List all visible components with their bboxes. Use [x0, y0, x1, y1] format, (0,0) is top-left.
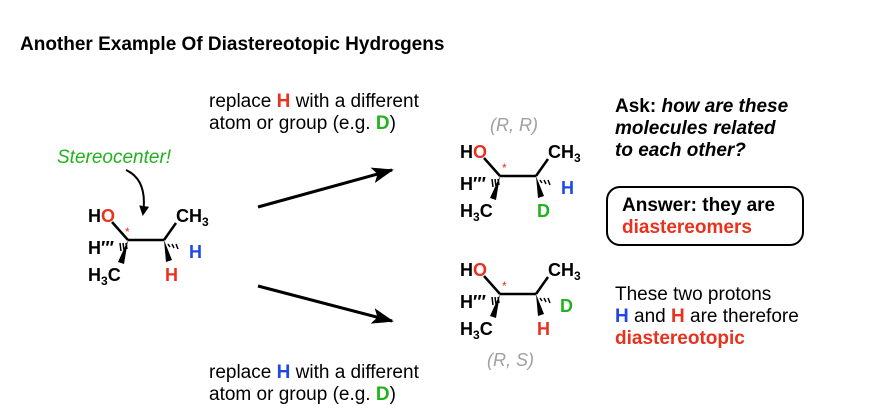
proton-h-blue: H	[615, 306, 629, 327]
hydrogen-label: H′′′	[460, 292, 486, 312]
answer-line: Answer: they are	[622, 195, 776, 216]
wedge-bond	[536, 176, 544, 198]
top-product-molecule: H O CH3 H′′′ H3C H D *	[460, 142, 581, 224]
hydrogen-label-red: H	[537, 319, 550, 339]
hydrogen-label-blue: H	[189, 242, 202, 262]
hash-bond	[497, 296, 500, 304]
hash-bond	[122, 242, 125, 251]
bottom-instruction-text: )	[389, 384, 396, 405]
top-instruction-text: replace	[209, 91, 277, 112]
atom-label-h: H	[460, 260, 473, 280]
methyl-label: H3C	[88, 265, 121, 288]
bottom-instruction-text: atom or group (e.g.	[209, 384, 376, 405]
top-instruction: replace H with a different atom or group…	[209, 91, 419, 135]
reaction-arrow-top	[257, 167, 394, 209]
methyl-label: H3C	[460, 201, 493, 224]
hash-bond	[494, 178, 497, 187]
hash-bond	[543, 179, 547, 185]
protons-statement: These two protons H and H are therefore …	[615, 284, 799, 350]
stereocenter-pointer-arrow	[125, 169, 150, 216]
hash-bond	[175, 243, 179, 250]
top-instruction-text: )	[389, 113, 396, 134]
methyl-label: H3C	[460, 319, 493, 342]
protons-term: diastereotopic	[615, 328, 745, 349]
ask-question: Ask: how are these molecules related to …	[615, 96, 788, 162]
top-instruction-text: atom or group (e.g.	[209, 113, 376, 134]
ask-line: molecules related	[615, 118, 776, 139]
reaction-arrow-bottom	[257, 284, 394, 324]
stereocenter-star: *	[502, 279, 507, 293]
ask-line: to each other?	[615, 140, 746, 161]
hash-bond	[494, 296, 497, 305]
oxygen-label: O	[101, 206, 115, 226]
ask-prefix: Ask:	[615, 96, 662, 117]
hash-bond	[491, 296, 494, 306]
hydrogen-label: H′′′	[88, 238, 114, 258]
atom-label-h: H	[460, 142, 473, 162]
page-title: Another Example Of Diastereotopic Hydrog…	[20, 34, 445, 55]
hash-bond	[125, 242, 128, 250]
ask-line: how are these	[661, 96, 789, 117]
wedge-bond	[118, 240, 128, 264]
hash-bond	[539, 297, 543, 302]
wedge-bond	[536, 294, 544, 316]
oxygen-label: O	[473, 142, 487, 162]
hash-bond	[547, 179, 551, 186]
bond	[534, 158, 550, 177]
oxygen-label: O	[473, 260, 487, 280]
wedge-bond	[164, 240, 172, 262]
top-instruction-h: H	[276, 91, 291, 112]
wedge-bond	[490, 176, 500, 200]
stereocenter-star: *	[502, 161, 507, 175]
stereocenter-star: *	[125, 225, 130, 239]
deuterium-label: D	[537, 201, 550, 221]
protons-line: are therefore	[684, 306, 799, 327]
bond	[534, 276, 550, 295]
bond	[483, 275, 501, 295]
protons-line: These two protons	[615, 284, 772, 305]
hash-bond	[497, 178, 500, 186]
bottom-instruction-text: with a different	[290, 362, 419, 383]
bottom-instruction-h: H	[276, 362, 291, 383]
hash-bond	[171, 243, 175, 249]
hash-bond	[539, 179, 543, 184]
stereocenter-label: Stereocenter!	[57, 147, 172, 168]
bottom-instruction-text: replace	[209, 362, 277, 383]
config-label-bottom: (R, S)	[487, 350, 534, 370]
hash-bond	[491, 178, 494, 188]
hash-bond	[547, 297, 551, 304]
hash-bond	[167, 243, 171, 248]
hydrogen-label-blue: H	[561, 178, 574, 198]
config-label-top: (R, R)	[490, 115, 538, 135]
deuterium-label: D	[560, 296, 573, 316]
proton-h-red: H	[671, 306, 685, 327]
top-instruction-d: D	[375, 113, 390, 134]
answer-term: diastereomers	[622, 217, 752, 238]
hydrogen-label: H′′′	[460, 174, 486, 194]
bond	[111, 221, 129, 241]
atom-label-h: H	[88, 206, 101, 226]
wedge-bond	[490, 294, 500, 318]
bottom-instruction: replace H with a different atom or group…	[209, 362, 419, 406]
bottom-product-molecule: H O CH3 H′′′ H3C D H *	[460, 260, 581, 342]
hash-bond	[543, 297, 547, 303]
bond	[162, 222, 178, 241]
top-instruction-text: with a different	[290, 91, 419, 112]
bond	[483, 157, 501, 177]
answer-box: Answer: they are diastereomers	[606, 186, 804, 246]
hash-bond	[119, 242, 122, 252]
methyl-label: CH3	[176, 206, 209, 229]
methyl-label: CH3	[548, 260, 581, 283]
protons-and: and	[628, 306, 671, 327]
bottom-instruction-d: D	[375, 384, 390, 405]
starting-molecule: H O CH3 H′′′ H3C H H *	[88, 206, 209, 288]
hydrogen-label-red: H	[165, 265, 178, 285]
methyl-label: CH3	[548, 142, 581, 165]
